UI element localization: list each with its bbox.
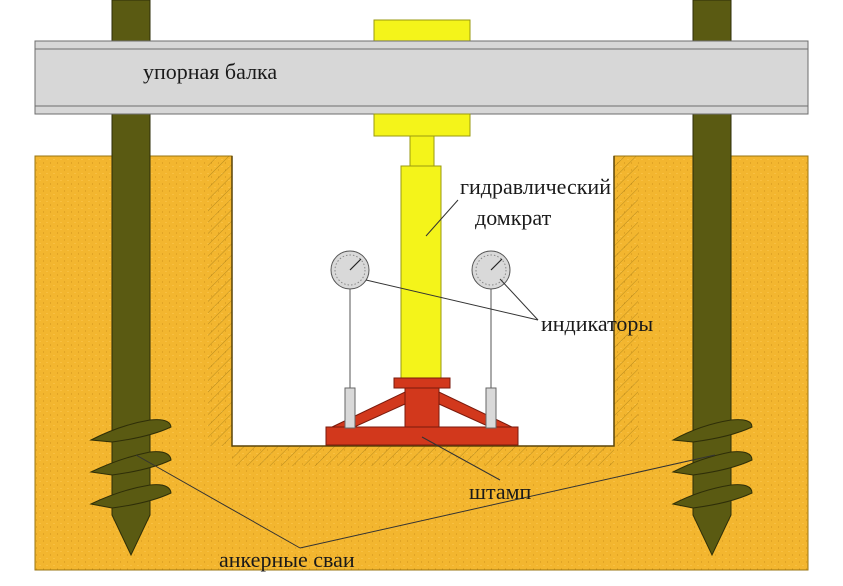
left-pile-shaft (111, 0, 151, 557)
right-pile-shaft (692, 0, 732, 557)
beam-body (34, 40, 809, 115)
left-pile-helix-3 (89, 484, 172, 509)
label-beam: упорная балка (143, 59, 277, 84)
leader-indicator-left (365, 279, 539, 321)
label-indicators: индикаторы (541, 311, 653, 336)
pit-floor-hatch (232, 446, 614, 466)
soil (34, 155, 809, 571)
jack-rod (409, 135, 435, 167)
right-pile-helix-1 (671, 419, 753, 443)
label-anchors: анкерные сваи (219, 547, 355, 572)
stamp-base-plate (325, 426, 519, 446)
leader-indicator-right (499, 278, 539, 321)
indicator-left-holder (344, 387, 356, 429)
left-pile-helix-2 (89, 451, 172, 476)
label-stamp: штамп (469, 479, 532, 504)
jack-top-block (373, 19, 471, 43)
indicator-right (471, 250, 511, 429)
stamp-strut-left (329, 391, 406, 429)
indicator-left (330, 250, 370, 429)
left-anchor-pile (89, 0, 172, 557)
reaction-beam (34, 40, 809, 115)
indicator-right-holder (485, 387, 497, 429)
pit-outline (231, 156, 615, 447)
hydraulic-jack (373, 113, 471, 379)
pit-wall-hatch-right (614, 156, 638, 446)
leader-anchor-right (299, 454, 716, 549)
stamp-pedestal (404, 387, 440, 429)
jack-head-plate (373, 113, 471, 137)
pit-wall-hatch-left (208, 156, 232, 446)
stamp-strut-right (438, 391, 515, 429)
label-jack-line1: гидравлический (460, 174, 611, 199)
left-pile-helix-1 (89, 419, 172, 443)
leader-jack (425, 199, 459, 237)
leader-anchor-left (135, 454, 301, 549)
right-pile-helix-2 (671, 451, 753, 476)
label-jack-line2: домкрат (475, 205, 552, 230)
right-anchor-pile (671, 0, 753, 557)
leader-lines (135, 199, 716, 549)
leader-stamp (421, 436, 501, 481)
indicator-right-needle (490, 258, 503, 271)
jack-cylinder (400, 165, 442, 379)
indicator-left-needle (349, 258, 362, 271)
stamp-cap (393, 377, 451, 389)
right-pile-helix-3 (671, 484, 753, 509)
